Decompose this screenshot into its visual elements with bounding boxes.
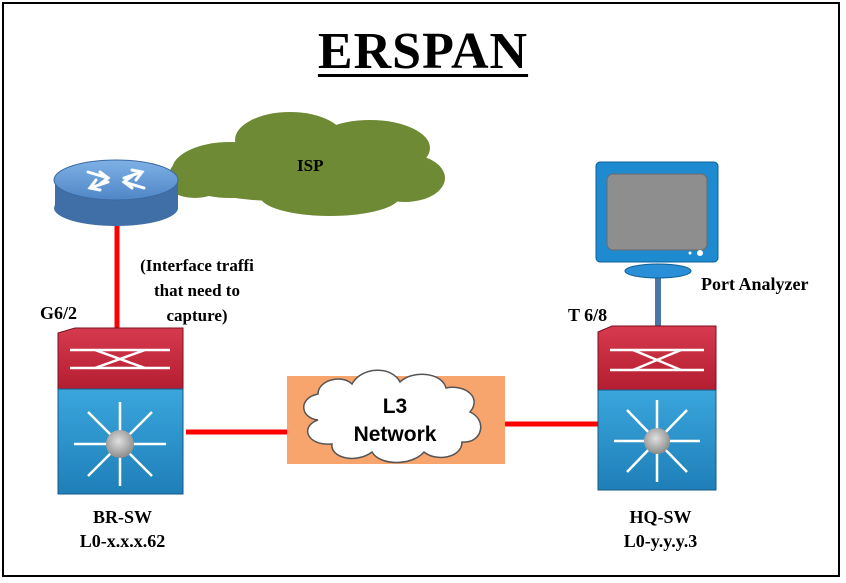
isp-cloud-icon xyxy=(165,112,445,216)
l3-network-label: L3 Network xyxy=(340,393,450,449)
port-analyzer-label: Port Analyzer xyxy=(701,274,809,294)
br-switch-address: L0-x.x.x.62 xyxy=(79,531,166,551)
hq-switch-name: HQ-SW xyxy=(629,507,692,527)
source-interface-note-line-3: capture) xyxy=(166,306,228,325)
source-interface-note: (Interface traffi that need to capture) xyxy=(112,253,282,328)
monitor-icon xyxy=(595,161,719,279)
page-title: ERSPAN xyxy=(317,23,529,80)
analyzer-port-label: T 6/8 xyxy=(568,305,608,325)
source-interface-note-line-2: that need to xyxy=(154,281,240,300)
br-switch-icon xyxy=(57,327,184,495)
l3-cloud-icon xyxy=(303,369,482,464)
br-switch-label: BR-SW L0-x.x.x.62 xyxy=(40,505,205,553)
isp-label: ISP xyxy=(297,156,324,175)
hq-switch-icon xyxy=(597,325,717,491)
hq-switch-address: L0-y.y.y.3 xyxy=(623,531,698,551)
l3-network-line-1: L3 xyxy=(382,395,408,418)
source-interface-note-line-1: (Interface traffi xyxy=(140,256,254,275)
hq-switch-label: HQ-SW L0-y.y.y.3 xyxy=(578,505,743,553)
router-icon xyxy=(53,159,179,226)
br-switch-name: BR-SW xyxy=(92,507,152,527)
l3-network-line-2: Network xyxy=(353,423,437,446)
source-port-label: G6/2 xyxy=(40,303,78,323)
